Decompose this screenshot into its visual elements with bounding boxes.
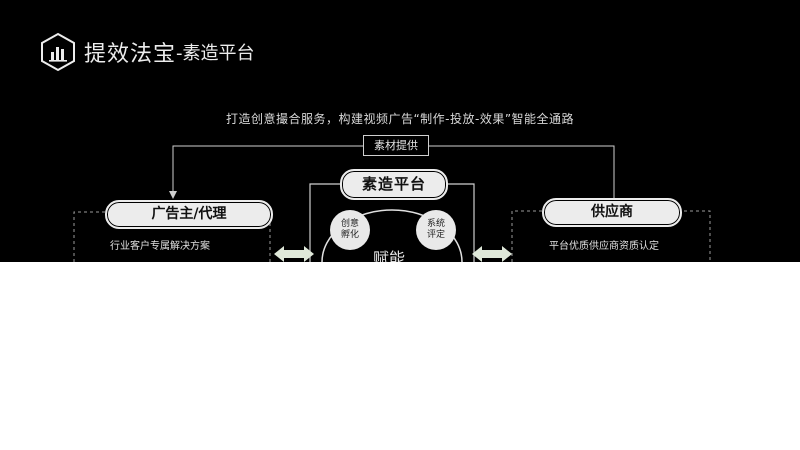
bubble-line: 孵化 [340, 230, 359, 240]
right-double-arrow [472, 246, 512, 262]
creative-incubation-bubble: 创意 孵化 [330, 210, 370, 250]
supplier-pill: 供应商 [542, 198, 682, 227]
empower-label-fragment: 赋能 [373, 249, 405, 262]
platform-frame [309, 183, 475, 262]
slide: 提效法宝 -素造平台 打造创意撮合服务，构建视频广告“制作-投放-效果”智能全通… [0, 0, 800, 262]
ecosystem-diagram: 赋能 [73, 145, 711, 262]
page-title: 提效法宝 [84, 42, 177, 67]
supplier-point: 平台优质供应商资质认定 [549, 241, 659, 252]
empower-arc [321, 209, 463, 262]
material-flow-arrowhead [169, 191, 177, 199]
bubble-line: 评定 [426, 230, 445, 240]
system-evaluation-bubble: 系统 评定 [416, 210, 456, 250]
title-row: 提效法宝 -素造平台 [40, 32, 255, 72]
bar-chart-icon [41, 32, 75, 72]
page-title-suffix: -素造平台 [176, 43, 255, 64]
advertiser-pill: 广告主/代理 [105, 200, 273, 229]
platform-pill: 素造平台 [340, 169, 448, 200]
material-supply-label: 素材提供 [363, 135, 429, 156]
tagline: 打造创意撮合服务，构建视频广告“制作-投放-效果”智能全通路 [225, 112, 575, 126]
bubble-line: 创意 [340, 219, 359, 229]
advertiser-point: 行业客户专属解决方案 [110, 241, 210, 252]
bubble-line: 系统 [426, 219, 445, 229]
left-double-arrow [274, 246, 314, 262]
supplier-frame [511, 210, 711, 262]
